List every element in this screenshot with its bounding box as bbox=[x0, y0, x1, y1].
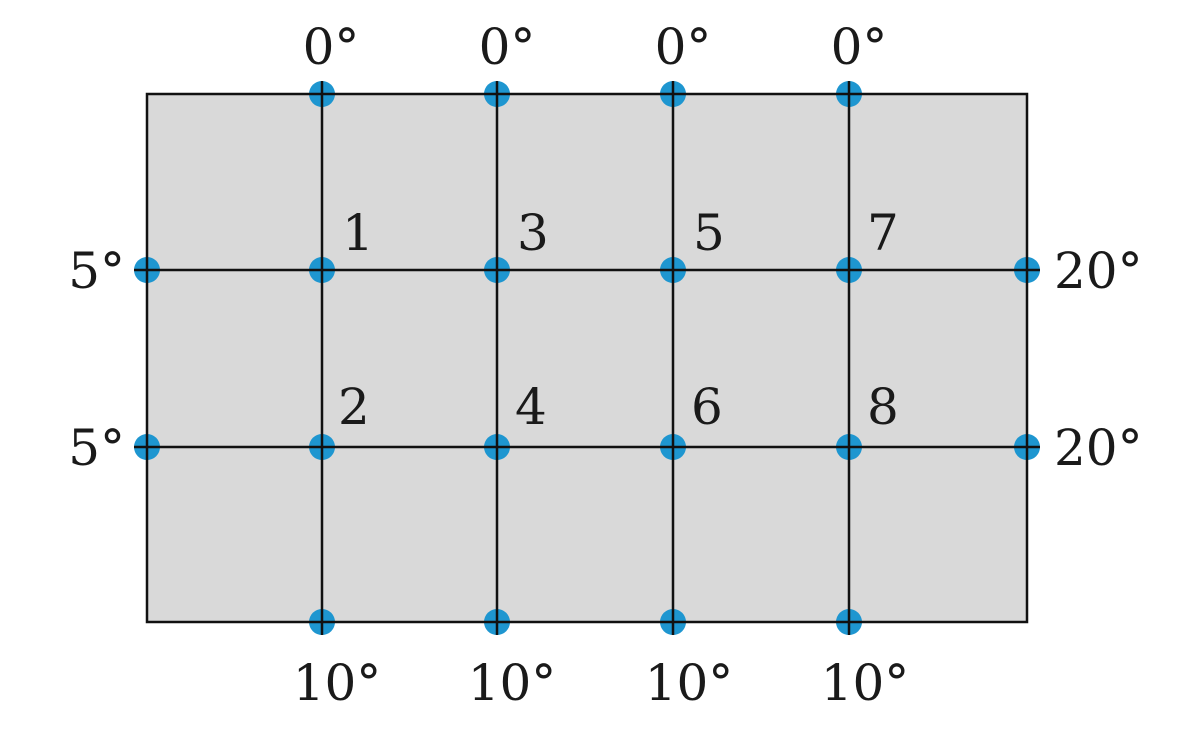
bottom-boundary-temp: 10° bbox=[821, 654, 910, 712]
node-label-5: 5 bbox=[693, 204, 725, 262]
node-label-4: 4 bbox=[515, 378, 547, 436]
node-label-8: 8 bbox=[867, 378, 899, 436]
top-boundary-temp: 0° bbox=[303, 18, 360, 76]
bottom-boundary-labels: 10° 10° 10° 10° bbox=[293, 654, 910, 712]
interior-node-labels: 1 2 3 4 5 6 7 8 bbox=[338, 204, 899, 436]
bottom-boundary-temp: 10° bbox=[293, 654, 382, 712]
node-label-1: 1 bbox=[342, 204, 374, 262]
bottom-boundary-temp: 10° bbox=[645, 654, 734, 712]
top-boundary-temp: 0° bbox=[831, 18, 888, 76]
top-boundary-labels: 0° 0° 0° 0° bbox=[303, 18, 888, 76]
node-label-3: 3 bbox=[517, 204, 549, 262]
left-boundary-labels: 5° 5° bbox=[68, 242, 125, 477]
grid-lines bbox=[147, 94, 1027, 622]
right-boundary-temp: 20° bbox=[1054, 419, 1143, 477]
node-label-2: 2 bbox=[338, 378, 370, 436]
grid-nodes bbox=[134, 81, 1040, 635]
top-boundary-temp: 0° bbox=[479, 18, 536, 76]
left-boundary-temp: 5° bbox=[68, 419, 125, 477]
right-boundary-labels: 20° 20° bbox=[1054, 242, 1143, 477]
right-boundary-temp: 20° bbox=[1054, 242, 1143, 300]
top-boundary-temp: 0° bbox=[655, 18, 712, 76]
bottom-boundary-temp: 10° bbox=[468, 654, 557, 712]
node-label-6: 6 bbox=[691, 378, 723, 436]
plate-rectangle bbox=[145, 92, 1029, 624]
left-boundary-temp: 5° bbox=[68, 242, 125, 300]
node-label-7: 7 bbox=[867, 204, 899, 262]
